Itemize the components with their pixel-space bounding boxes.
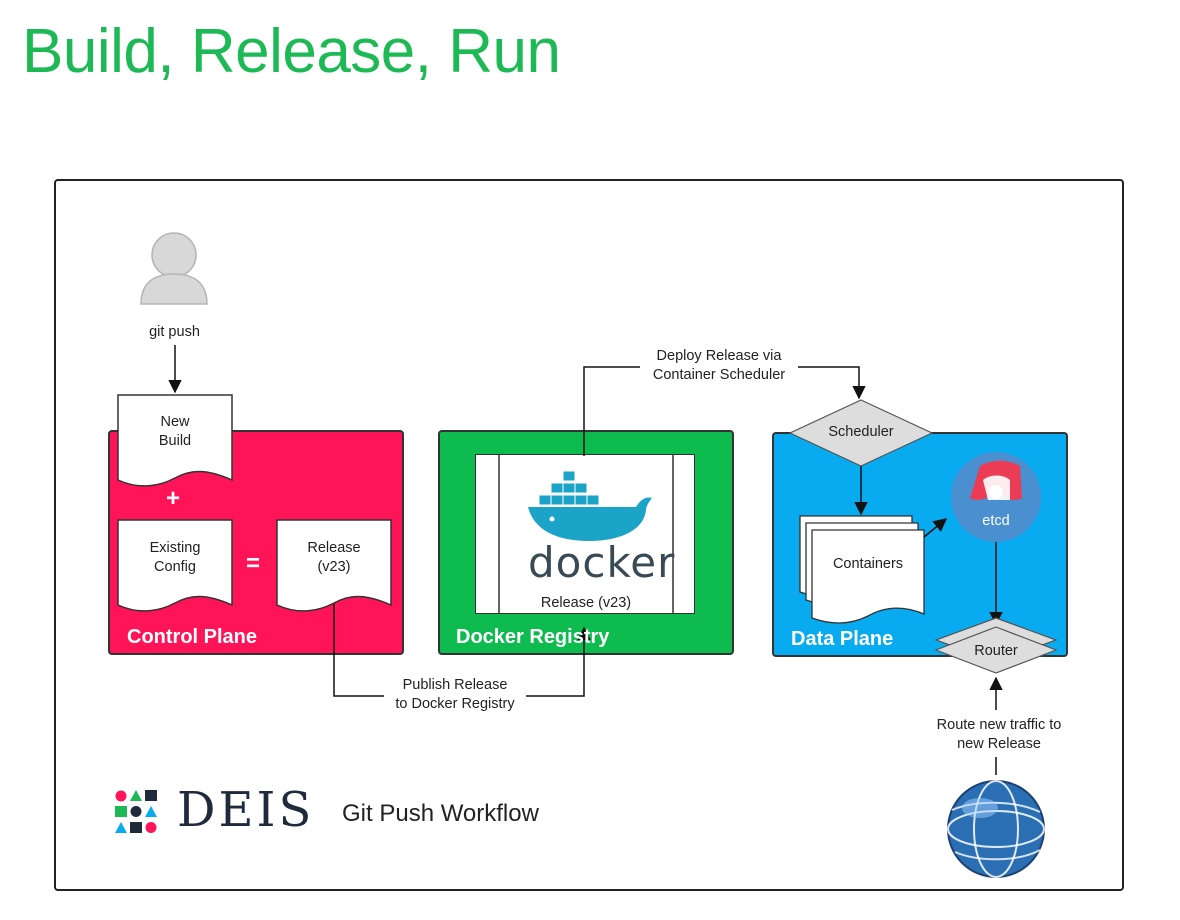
- release-label-line2: (v23): [317, 559, 351, 575]
- route-edge-label-line1: Route new traffic to: [922, 716, 1076, 735]
- router-label: Router: [974, 643, 1018, 659]
- route-edge-label-line2: new Release: [922, 735, 1076, 754]
- docker-release-label: Release (v23): [540, 595, 632, 611]
- new-build-label-line1: New: [160, 414, 190, 430]
- page-title: Build, Release, Run: [22, 17, 561, 86]
- user-label: git push: [149, 324, 200, 340]
- scheduler-label: Scheduler: [828, 424, 894, 440]
- deploy-edge-label-line2: Container Scheduler: [640, 366, 798, 385]
- containers-node: [799, 515, 925, 624]
- globe-icon: [947, 780, 1045, 878]
- publish-edge-label-line1: Publish Release: [390, 676, 520, 695]
- docker-whale-icon: [528, 470, 652, 541]
- new-build-label-line2: Build: [158, 433, 192, 449]
- edge-containers-to-etcd: [923, 518, 948, 538]
- publish-edge-label-line2: to Docker Registry: [384, 695, 526, 714]
- etcd-logo-icon: [983, 475, 1010, 500]
- release-node: [276, 519, 392, 612]
- user-avatar-icon: [140, 232, 208, 305]
- release-label-line1: Release: [307, 540, 361, 556]
- existing-config-label-line2: Config: [154, 559, 196, 575]
- diagram-caption: Git Push Workflow: [342, 800, 539, 827]
- deis-logo-icon: [115, 790, 157, 833]
- existing-config-label-line1: Existing: [149, 540, 201, 556]
- etcd-label: etcd: [982, 513, 1010, 529]
- router-node: [934, 617, 1058, 674]
- equals-operator: =: [246, 550, 261, 577]
- docker-logo-text: docker: [528, 538, 676, 587]
- deis-brand: DEIS: [177, 782, 315, 838]
- new-build-node: [117, 394, 233, 487]
- data-plane-title: Data Plane: [791, 628, 894, 650]
- diagram-frame: [54, 179, 1124, 891]
- existing-config-node: [117, 519, 233, 612]
- deploy-edge-label-line1: Deploy Release via: [642, 347, 796, 366]
- docker-registry-title: Docker Registry: [456, 626, 610, 648]
- plus-operator: +: [166, 485, 181, 512]
- control-plane-title: Control Plane: [127, 626, 258, 648]
- containers-label: Containers: [832, 556, 904, 572]
